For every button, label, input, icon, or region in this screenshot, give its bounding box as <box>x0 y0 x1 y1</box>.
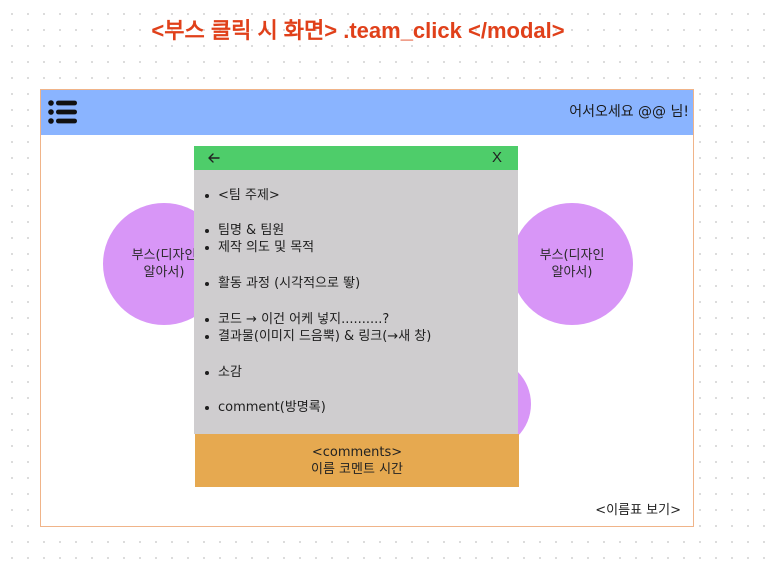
booth-label: 부스(디자인 알아서) <box>539 248 605 280</box>
list-item: comment(방명록) <box>205 399 326 416</box>
list-item: <팀 주제> <box>205 187 280 204</box>
list-item: 코드 → 이건 어케 넣지..........? <box>205 311 389 328</box>
arrow-left-icon[interactable] <box>206 150 222 166</box>
list-item: 제작 의도 및 목적 <box>205 239 314 256</box>
booth-right[interactable]: 부스(디자인 알아서) <box>511 203 633 325</box>
name-tag-toggle[interactable]: <이름표 보기> <box>595 503 681 518</box>
team-modal: X <팀 주제> 팀명 & 팀원 제작 의도 및 목적 활동 과정 (시각적으로… <box>194 146 519 488</box>
comments-title: <comments> <box>311 445 403 460</box>
list-item: 소감 <box>205 364 242 381</box>
header-bar: 어서오세요 @@ 님! <box>41 90 693 135</box>
greeting-text: 어서오세요 @@ 님! <box>569 104 689 120</box>
modal-body: <팀 주제> 팀명 & 팀원 제작 의도 및 목적 활동 과정 (시각적으로 뙇… <box>194 170 518 434</box>
close-button[interactable]: X <box>491 149 502 166</box>
list-menu-icon[interactable] <box>48 100 78 124</box>
list-item: 활동 과정 (시각적으로 뙇) <box>205 275 360 292</box>
list-item: 팀명 & 팀원 <box>205 222 284 239</box>
comments-row: 이름 코멘트 시간 <box>311 462 403 477</box>
modal-title-bar: X <box>194 146 518 170</box>
comments-panel: <comments> 이름 코멘트 시간 <box>195 434 519 487</box>
page-title: <부스 클릭 시 화면> .team_click </modal> <box>151 18 565 43</box>
list-item: 결과물(이미지 드음뿍) & 링크(→새 창) <box>205 328 431 345</box>
booth-label: 부스(디자인 알아서) <box>131 248 197 280</box>
